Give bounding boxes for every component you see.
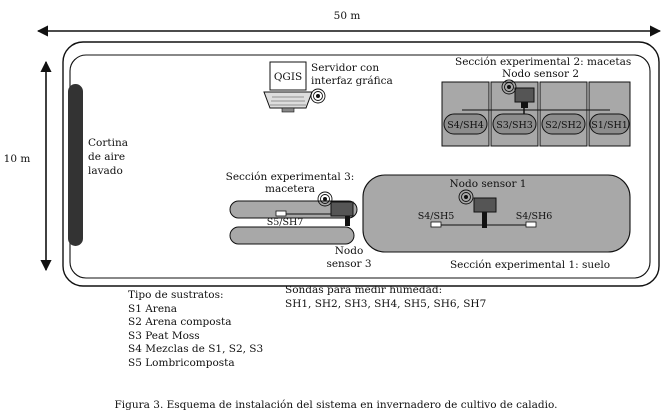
substrate-item: S4 Mezclas de S1, S2, S3 bbox=[128, 343, 264, 356]
width-label: 50 m bbox=[334, 10, 361, 22]
section1-probe-label: S4/SH5 bbox=[418, 211, 455, 222]
pot-s4-sh4 bbox=[443, 113, 488, 135]
pot-s3-sh3 bbox=[492, 113, 537, 135]
figure-caption: Figura 3. Esquema de instalación del sis… bbox=[114, 399, 558, 411]
wireless-icon bbox=[310, 88, 326, 104]
air-curtain bbox=[68, 84, 83, 246]
soil-bed-section1 bbox=[362, 174, 631, 253]
server-label-1: Servidor con bbox=[311, 62, 379, 74]
substrates-title: Tipo de sustratos: bbox=[128, 289, 224, 301]
section2-title: Sección experimental 2: macetas bbox=[455, 56, 631, 68]
pot-label: S4/SH4 bbox=[447, 120, 484, 131]
section1-title: Sección experimental 1: suelo bbox=[450, 259, 610, 271]
server-label-2: interfaz gráfica bbox=[311, 75, 393, 87]
pot-s2-sh2 bbox=[541, 113, 586, 135]
substrate-item: S1 Arena bbox=[128, 302, 178, 315]
curtain-label-3: lavado bbox=[88, 165, 123, 177]
wireless-icon bbox=[501, 79, 517, 95]
curtain-label-1: Cortina bbox=[88, 137, 128, 149]
section3-title-1: Sección experimental 3: bbox=[226, 171, 355, 183]
sensor-node-1 bbox=[430, 197, 537, 228]
probes-title: Sondas para medir humedad: bbox=[285, 284, 443, 296]
qgis-logo: QGIS bbox=[274, 71, 302, 83]
substrate-item: S5 Lombricomposta bbox=[128, 356, 235, 369]
probes-list: SH1, SH2, SH3, SH4, SH5, SH6, SH7 bbox=[285, 297, 487, 310]
greenhouse-outer bbox=[62, 41, 660, 287]
sensor-node-2 bbox=[462, 87, 610, 116]
sensor-node-3 bbox=[275, 201, 354, 226]
section1-node-label: Nodo sensor 1 bbox=[449, 178, 526, 190]
wireless-icon bbox=[317, 191, 333, 207]
section2-node-label: Nodo sensor 2 bbox=[502, 68, 579, 80]
section3-node-label-2: sensor 3 bbox=[326, 258, 371, 270]
section1-probe-label: S4/SH6 bbox=[516, 211, 553, 222]
height-label: 10 m bbox=[4, 153, 31, 165]
server-laptop-icon: QGIS bbox=[263, 61, 313, 113]
pot-s1-sh1 bbox=[589, 113, 630, 135]
section3-node-label-1: Nodo bbox=[335, 245, 364, 257]
pot-label: S1/SH1 bbox=[591, 120, 628, 131]
substrate-item: S2 Arena composta bbox=[128, 316, 232, 329]
pot-label: S3/SH3 bbox=[496, 120, 533, 131]
substrate-item: S3 Peat Moss bbox=[128, 329, 200, 342]
substrates-legend: Tipo de sustratos: S1 Arena S2 Arena com… bbox=[128, 289, 263, 371]
planter-bed-lower bbox=[229, 226, 355, 245]
pot-label: S2/SH2 bbox=[545, 120, 582, 131]
section3-probe-label: S5/SH7 bbox=[267, 217, 304, 228]
wireless-icon bbox=[458, 189, 474, 205]
section3-title-2: macetera bbox=[265, 183, 315, 195]
curtain-label-2: de aire bbox=[88, 151, 125, 163]
probes-legend: Sondas para medir humedad: SH1, SH2, SH3… bbox=[285, 284, 486, 311]
